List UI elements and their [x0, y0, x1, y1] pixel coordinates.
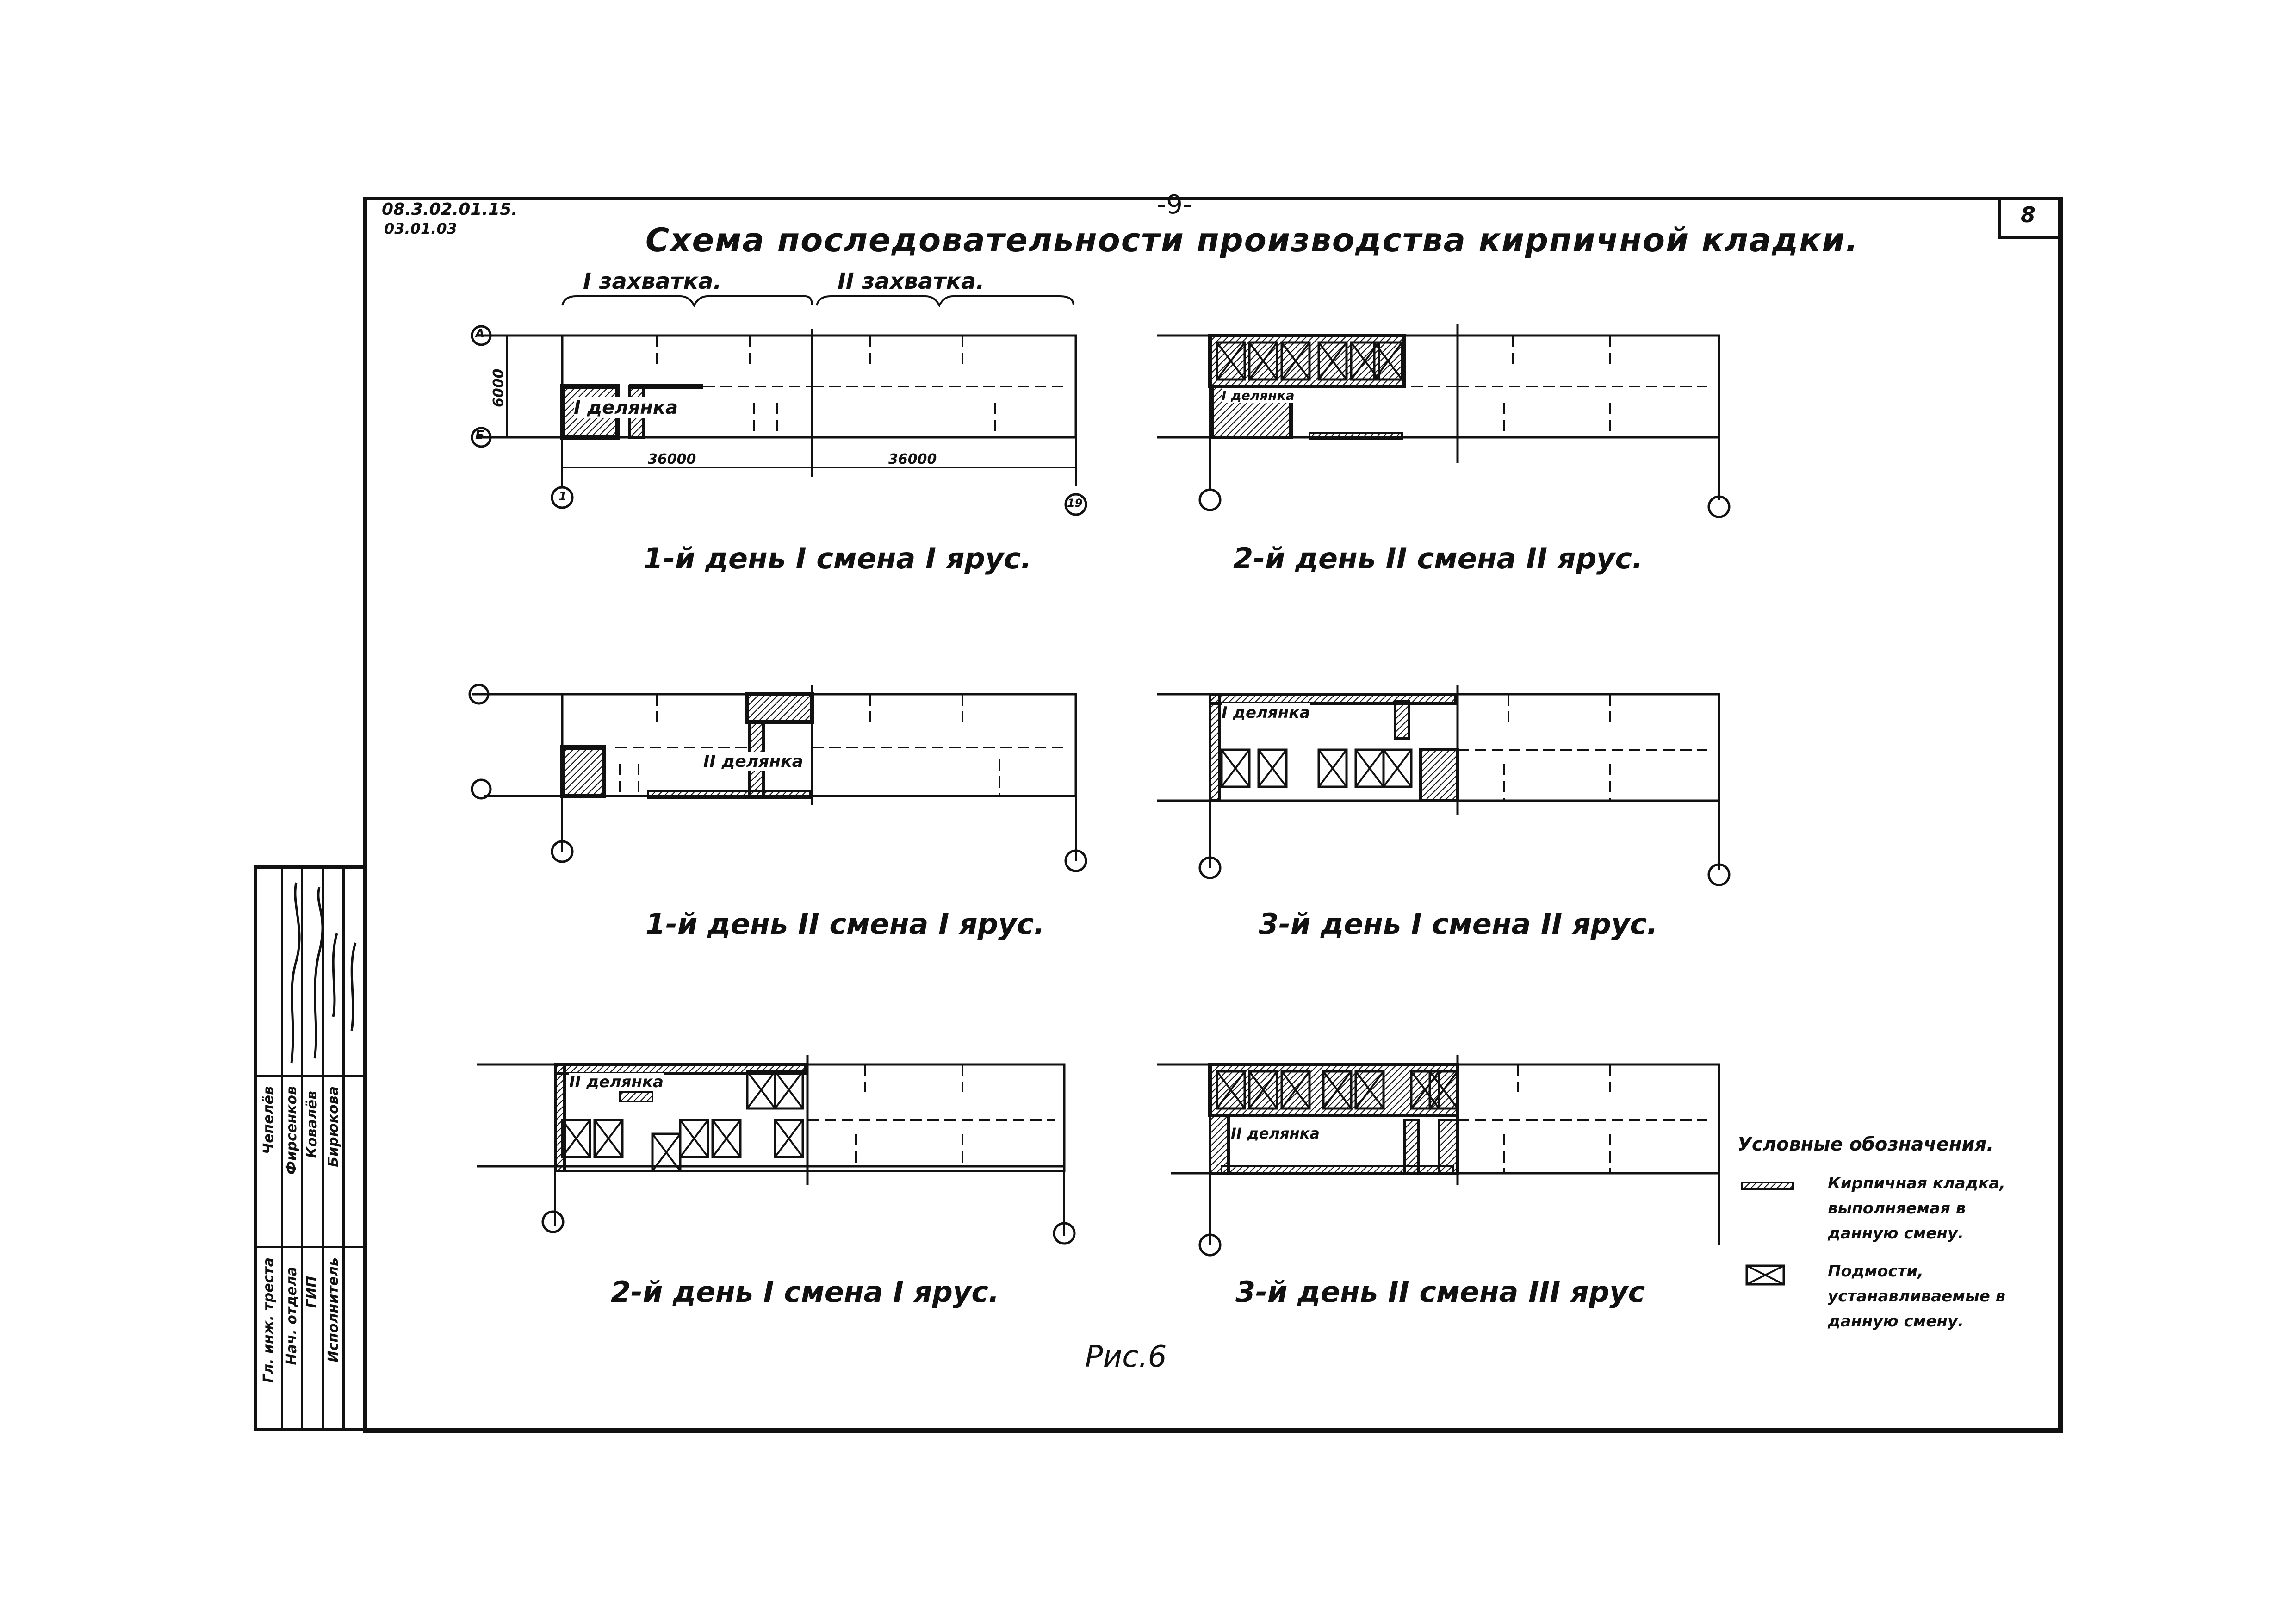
stamp-signatures	[290, 882, 357, 1064]
figure-label: Рис.6	[1085, 1340, 1167, 1374]
dimension-length-1: 36000	[648, 451, 696, 467]
diagram-5-caption: 2-й день I смена I ярус.	[611, 1275, 999, 1309]
stamp-extra-name: Чепелёв	[261, 1086, 277, 1154]
diagram-1-inner-label: I делянка	[574, 397, 678, 418]
axis-label-b: Б	[475, 429, 484, 442]
stamp-role-2: ГИП	[304, 1276, 320, 1308]
drawing-frame	[363, 197, 2063, 1433]
page-marker: -9-	[1157, 190, 1192, 220]
diagram-6-inner-label: II делянка	[1231, 1125, 1320, 1142]
legend-item-masonry: Кирпичная кладка, выполняемая в данную с…	[1828, 1174, 2006, 1243]
diagram-6-caption: 3-й день II смена III ярус	[1235, 1275, 1645, 1309]
diagram-4	[1157, 685, 1731, 886]
axis-label-col-end: 19	[1067, 497, 1083, 510]
sheet-number-box: 8	[1998, 197, 2058, 239]
diagram-6	[1157, 1055, 1720, 1257]
doc-code-line2: 03.01.03	[384, 220, 457, 237]
diagram-4-caption: 3-й день I смена II ярус.	[1259, 907, 1658, 941]
dimension-length-2: 36000	[888, 451, 937, 467]
doc-code-line1: 08.3.02.01.15.	[382, 200, 518, 219]
legend-symbols	[1741, 1182, 1794, 1286]
stamp-name-1: Фирсенков	[284, 1086, 300, 1175]
legend-title: Условные обозначения.	[1738, 1134, 1994, 1155]
stamp-name-3: Бирюкова	[325, 1086, 341, 1167]
diagram-5-inner-label: II делянка	[569, 1073, 664, 1091]
diagram-2-inner-label: I делянка	[1222, 388, 1295, 403]
diagram-1-caption: 1-й день I смена I ярус.	[643, 541, 1032, 575]
diagram-3	[468, 684, 1087, 872]
title-stamp: Гл. инж. треста Чепелёв Нач. отдела Фирс…	[254, 865, 366, 1431]
diagram-4-inner-label: I делянка	[1222, 703, 1310, 722]
sheet-number: 8	[2021, 202, 2036, 227]
grip-label-1: I захватка.	[583, 268, 722, 294]
legend-item-scaffold: Подмости, устанавливаемые в данную смену…	[1828, 1262, 2006, 1331]
diagram-5	[477, 1055, 1076, 1245]
stamp-role-1: Нач. отдела	[284, 1267, 300, 1365]
diagram-2-caption: 2-й день II смена II ярус.	[1233, 541, 1643, 575]
axis-label-a: А	[475, 327, 485, 341]
stamp-role-3: Исполнитель	[325, 1257, 341, 1363]
axis-label-col-start: 1	[558, 490, 567, 504]
stamp-name-2: Ковалёв	[304, 1091, 320, 1158]
diagram-1	[471, 295, 1087, 516]
grip-label-2: II захватка.	[838, 268, 985, 294]
stamp-extra-role: Гл. инж. треста	[261, 1257, 277, 1383]
page-title: Схема последовательности производства ки…	[645, 221, 1859, 259]
diagram-3-caption: 1-й день II смена I ярус.	[645, 907, 1045, 941]
diagram-2	[1157, 324, 1731, 518]
diagram-3-inner-label: II делянка	[703, 752, 803, 771]
